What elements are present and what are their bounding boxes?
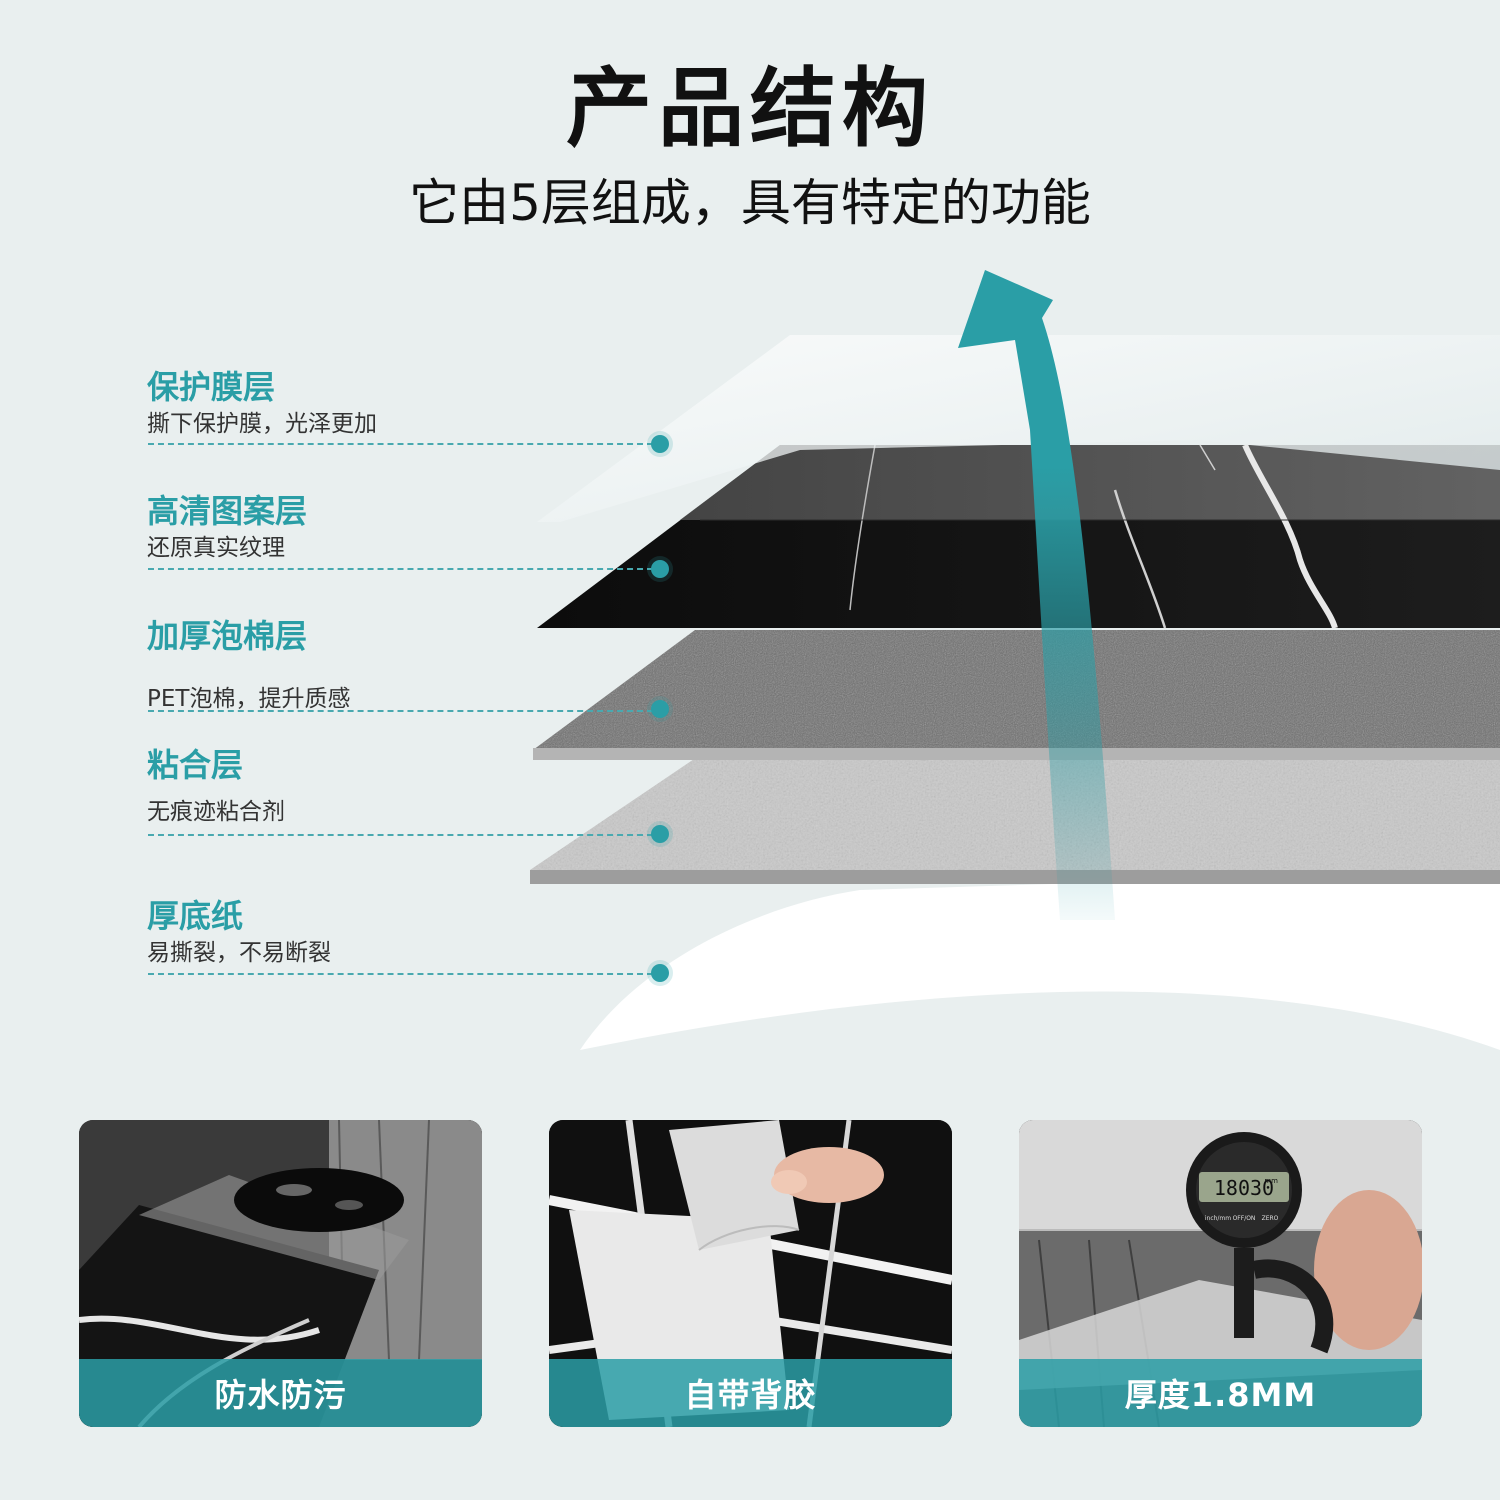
feature-card-thickness: 18030 mm inch/mm OFF/ON ZERO 厚度1.8MM <box>1019 1120 1422 1427</box>
layer-label-adhesive: 粘合层 无痕迹粘合剂 <box>147 745 667 827</box>
layer-desc: 还原真实纹理 <box>147 535 285 561</box>
layer-desc: PET泡棉，提升质感 <box>147 686 351 712</box>
leader-line <box>148 710 653 712</box>
leader-line <box>148 973 653 975</box>
feature-label: 自带背胶 <box>549 1359 952 1427</box>
feature-label: 厚度1.8MM <box>1019 1359 1422 1427</box>
layer-name: 粘合层 <box>147 746 244 784</box>
gauge-button-label: OFF/ON <box>1233 1215 1256 1222</box>
layer-marker-dot <box>651 825 669 843</box>
protective-film-layer <box>537 335 1500 522</box>
layer-stack-illustration <box>530 270 1500 1050</box>
layer-name: 高清图案层 <box>147 492 308 530</box>
layer-desc: 易撕裂，不易断裂 <box>147 940 331 966</box>
page-title: 产品结构 <box>566 59 934 159</box>
layer-name: 保护膜层 <box>147 368 276 406</box>
leader-line <box>148 568 653 570</box>
base-paper-layer <box>580 870 1500 1050</box>
layer-desc: 撕下保护膜，光泽更加 <box>147 411 377 437</box>
leader-line <box>148 443 653 445</box>
feature-label: 防水防污 <box>79 1359 482 1427</box>
foam-layer <box>533 630 1500 760</box>
gauge-reading: 18030 <box>1214 1176 1274 1200</box>
gauge-button-label: ZERO <box>1262 1215 1279 1222</box>
adhesive-layer <box>530 755 1500 884</box>
gauge-button-label: inch/mm <box>1205 1215 1231 1222</box>
layer-desc: 无痕迹粘合剂 <box>147 799 285 825</box>
layer-marker-dot <box>651 964 669 982</box>
layer-marker-dot <box>651 560 669 578</box>
layer-marker-dot <box>651 700 669 718</box>
page-subtitle: 它由5层组成，具有特定的功能 <box>409 174 1091 232</box>
gauge-unit: mm <box>1264 1177 1278 1185</box>
layer-name: 加厚泡棉层 <box>147 617 308 655</box>
layer-label-pattern: 高清图案层 还原真实纹理 <box>147 491 667 563</box>
pattern-layer <box>537 443 1500 629</box>
upward-arrow <box>958 270 1115 920</box>
feature-card-self-adhesive: 自带背胶 <box>549 1120 952 1427</box>
feature-card-waterproof: 防水防污 <box>79 1120 482 1427</box>
layer-label-protective-film: 保护膜层 撕下保护膜，光泽更加 <box>147 367 667 439</box>
layer-name: 厚底纸 <box>147 897 244 935</box>
leader-line <box>148 834 653 836</box>
layer-label-foam: 加厚泡棉层 PET泡棉，提升质感 <box>147 616 667 714</box>
layer-marker-dot <box>651 435 669 453</box>
layer-label-base-paper: 厚底纸 易撕裂，不易断裂 <box>147 896 667 968</box>
